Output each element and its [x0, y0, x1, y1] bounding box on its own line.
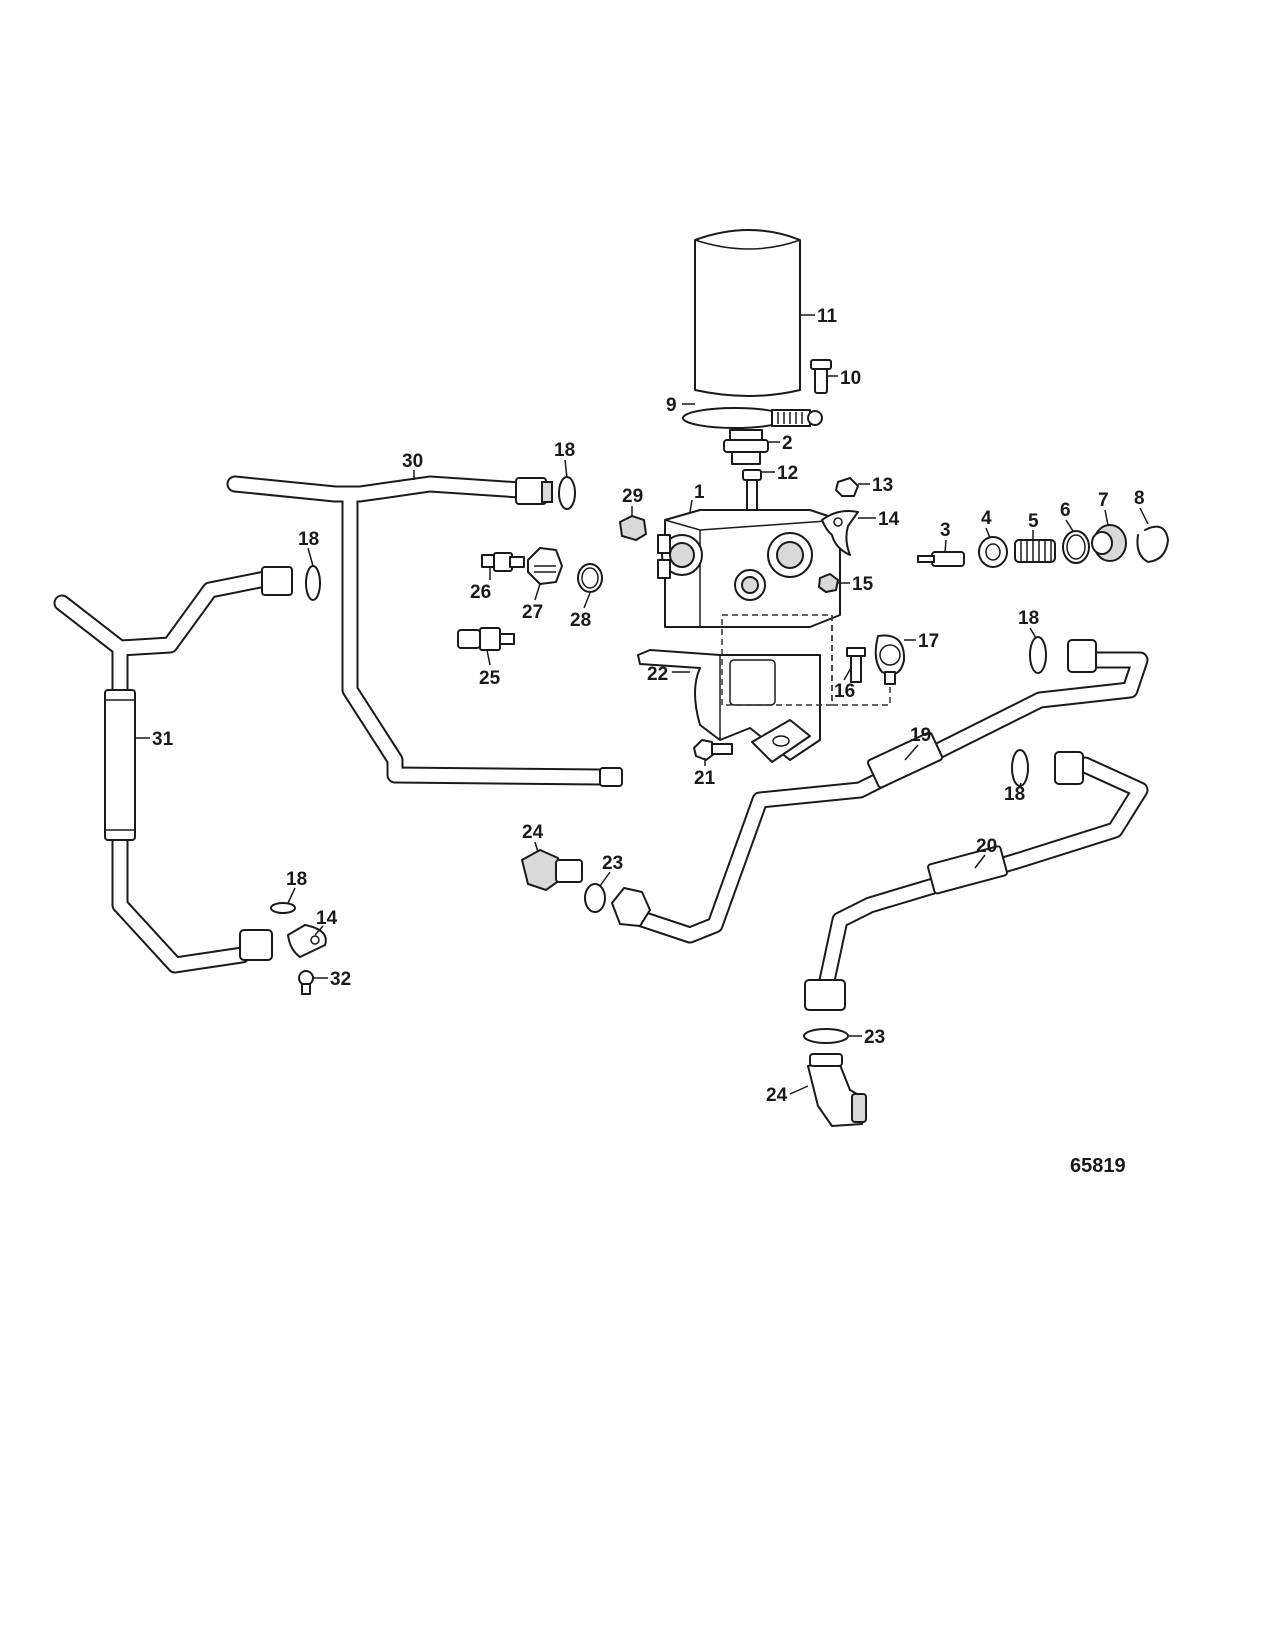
callout-18-left: 18: [298, 529, 319, 550]
tube-31: [53, 566, 293, 974]
callout-6: 6: [1060, 500, 1071, 521]
sensor-25: [457, 627, 515, 651]
elbow-fitting-24-upper: [520, 848, 583, 892]
fitting-27: [527, 547, 563, 585]
callout-18-lower-left: 18: [286, 869, 307, 890]
hose-clamp: [682, 407, 823, 429]
callout-2: 2: [782, 433, 793, 454]
plug-29: [618, 514, 648, 542]
callout-14-lower: 14: [316, 908, 338, 929]
callout-26: 26: [470, 582, 491, 603]
callout-25: 25: [479, 668, 501, 689]
callout-27: 27: [522, 602, 543, 623]
callout-23-lower: 23: [864, 1027, 885, 1048]
callout-13: 13: [872, 475, 893, 496]
callout-18-top: 18: [554, 440, 575, 461]
callout-31: 31: [152, 729, 174, 750]
callout-18-right-upper: 18: [1018, 608, 1039, 629]
fastener-16: [846, 647, 866, 683]
screw-10: [810, 359, 832, 394]
cap-7: [1091, 524, 1127, 562]
callout-22: 22: [647, 664, 668, 685]
callout-15: 15: [852, 574, 874, 595]
spring-5: [1014, 539, 1056, 563]
leader-lines: [135, 314, 1149, 1095]
callout-20: 20: [976, 836, 997, 857]
elbow-fitting-24-lower: [807, 1053, 867, 1127]
o-ring-18-right-lower: [1011, 749, 1029, 787]
tube-30: [226, 475, 623, 787]
o-ring-18-right-upper: [1029, 636, 1047, 674]
bolt-12: [742, 469, 762, 513]
adapter-fitting: [723, 429, 769, 465]
callout-8: 8: [1134, 488, 1145, 509]
callout-3: 3: [940, 520, 951, 541]
callout-14-upper: 14: [878, 509, 900, 530]
o-ring-6: [1062, 530, 1090, 564]
hose-clip-17: [874, 634, 906, 685]
callout-16: 16: [834, 681, 855, 702]
callout-10: 10: [840, 368, 861, 389]
callout-30: 30: [402, 451, 423, 472]
callout-5: 5: [1028, 511, 1039, 532]
o-ring-23-lower: [803, 1028, 849, 1044]
callout-28: 28: [570, 610, 591, 631]
callout-21: 21: [694, 768, 716, 789]
retaining-ring-8: [1136, 525, 1169, 563]
callout-9: 9: [666, 395, 677, 416]
bracket-14: [821, 510, 859, 556]
callout-29: 29: [622, 486, 643, 507]
callout-19: 19: [910, 725, 931, 746]
callout-17: 17: [918, 631, 939, 652]
bolt-21: [693, 739, 733, 761]
callout-12: 12: [777, 463, 798, 484]
callout-4: 4: [981, 508, 992, 529]
callout-24-lower: 24: [766, 1085, 788, 1106]
o-ring-18-left: [305, 565, 321, 601]
callout-18-right-lower: 18: [1004, 784, 1025, 805]
seal-4: [978, 536, 1008, 568]
oil-filter: [694, 229, 801, 397]
callout-11: 11: [817, 306, 838, 327]
o-ring-18-top: [558, 476, 576, 510]
bolt-13: [835, 477, 859, 497]
o-ring-28: [577, 563, 603, 593]
filter-housing: [657, 509, 841, 628]
callout-labels: 1 2 3 4 5 6 7 8 9 10 11 12 13 14 14 15 1…: [152, 306, 1145, 1106]
o-ring-23-upper: [584, 883, 606, 913]
o-ring-18-lower-left: [270, 902, 296, 914]
figure-number: 65819: [1070, 1155, 1126, 1177]
callout-32: 32: [330, 969, 351, 990]
callout-23-upper: 23: [602, 853, 623, 874]
callout-7: 7: [1098, 490, 1109, 511]
nut-15: [817, 572, 840, 594]
thermostat-plunger-3: [917, 551, 965, 567]
screw-32: [298, 970, 314, 995]
callout-24-upper: 24: [522, 822, 544, 843]
callout-1: 1: [694, 482, 705, 503]
fitting-26: [481, 552, 525, 572]
tube-20: [804, 751, 1149, 1011]
tube-19: [611, 639, 1149, 944]
